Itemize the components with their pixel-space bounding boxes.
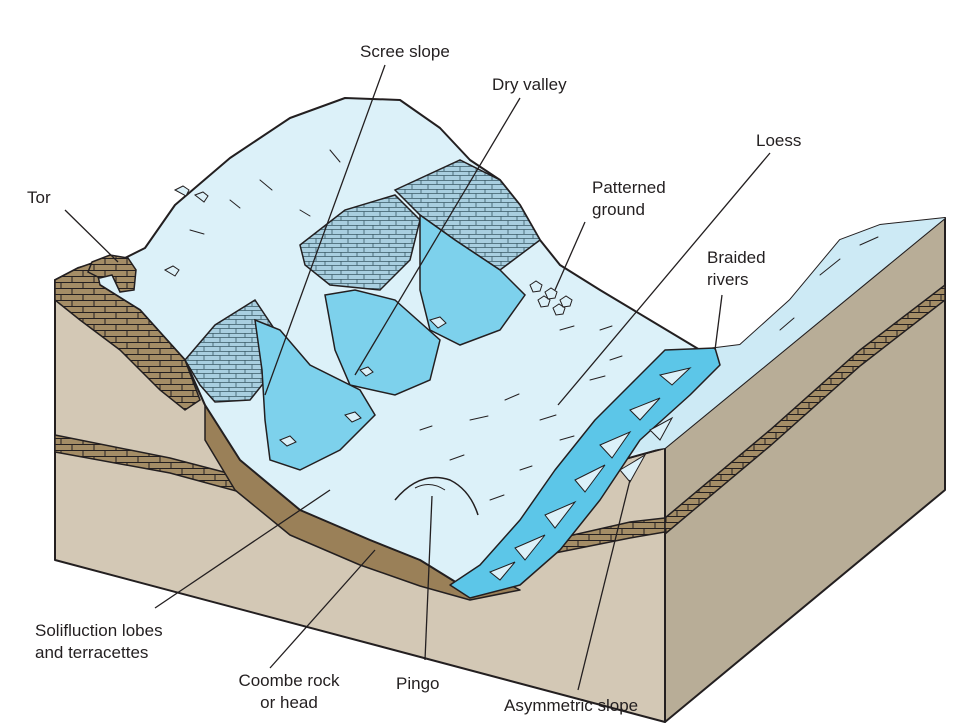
leader-loess: [557, 152, 771, 406]
leader-tor: [64, 209, 119, 263]
scree-slopes: [184, 159, 541, 403]
pingo-crater: [414, 484, 446, 491]
label-asymmetric-slope: Asymmetric slope: [504, 696, 639, 715]
label-solifluction: Solifluction lobes and terracettes: [35, 621, 163, 662]
river-bars: [489, 367, 692, 581]
label-dry-valley: Dry valley: [492, 75, 567, 94]
snow-shade-right: [620, 218, 945, 455]
label-pingo: Pingo: [396, 674, 440, 693]
patterned-ground: [529, 280, 573, 316]
leader-scree-slope: [264, 64, 386, 396]
leader-patterned-ground: [554, 221, 586, 291]
leader-braided-rivers: [714, 294, 723, 351]
tor: [54, 254, 201, 411]
label-braided-rivers: Braided rivers: [707, 248, 766, 289]
label-tor: Tor: [27, 188, 51, 207]
label-patterned-ground: Patterned ground: [592, 178, 666, 219]
leader-lines: [64, 64, 771, 691]
leader-pingo: [424, 495, 433, 661]
leader-solifluction: [154, 489, 331, 609]
leader-coombe-rock: [269, 549, 376, 669]
label-coombe-rock: Coombe rock or head: [238, 671, 340, 712]
braided-river: [449, 347, 721, 599]
pingo-mound: [394, 476, 479, 516]
leader-dry-valley: [354, 97, 521, 376]
label-loess: Loess: [756, 131, 802, 150]
surface-clasts: [163, 185, 447, 447]
leader-asymmetric-slope: [577, 479, 631, 691]
strata-band-right: [664, 283, 946, 536]
label-scree-slope: Scree slope: [360, 42, 450, 61]
fan-deposits: [254, 213, 526, 471]
surface-hatching: [189, 149, 879, 501]
